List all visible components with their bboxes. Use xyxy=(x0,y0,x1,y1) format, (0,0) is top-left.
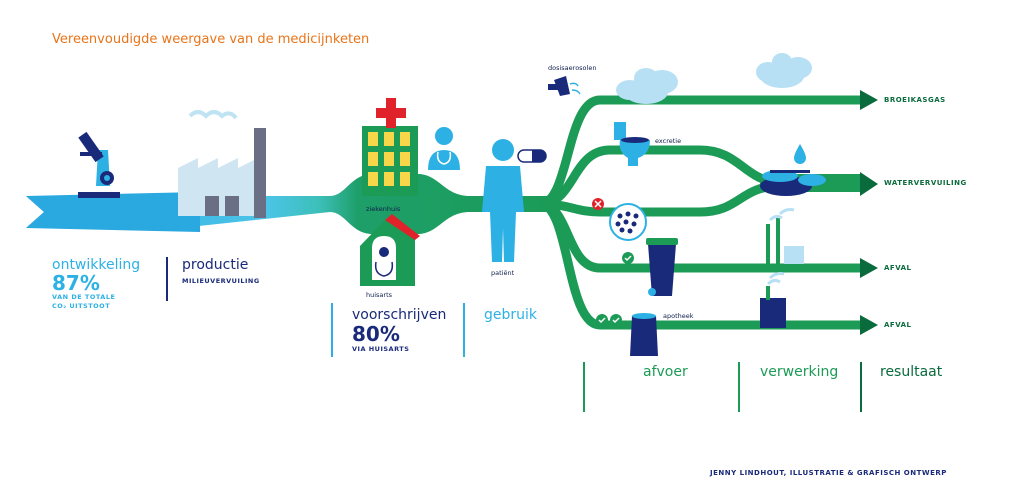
doctor-icon xyxy=(428,127,460,170)
hospital-icon xyxy=(362,98,418,196)
house-icon xyxy=(360,214,420,286)
stage-verwerking: verwerking xyxy=(760,364,839,380)
output-branches xyxy=(538,95,862,330)
page-title: Vereenvoudigde weergave van de medicijnk… xyxy=(52,32,370,47)
bin-icon xyxy=(646,238,678,296)
divider xyxy=(331,303,333,357)
stat-productie-sub: MILIEUVERVUILING xyxy=(182,277,260,285)
outcome-afval-2: AFVAL xyxy=(884,321,912,329)
stage-afvoer: afvoer xyxy=(643,364,688,380)
label-huisarts: huisarts xyxy=(366,291,393,299)
stat-ontwikkeling-sub1: VAN DE TOTALE xyxy=(52,293,116,301)
arrow-heads xyxy=(860,90,878,335)
factory-icon xyxy=(178,110,266,218)
outcome-broeikasgas: BROEIKASGAS xyxy=(884,96,946,104)
pill-blister-icon xyxy=(609,203,647,241)
outcome-watervervuiling: WATERVERVUILING xyxy=(884,179,967,187)
stage-gebruik: gebruik xyxy=(484,307,538,323)
cross-icon xyxy=(592,198,604,210)
divider xyxy=(860,362,862,412)
incinerator-icon xyxy=(760,272,786,328)
cloud-icon xyxy=(616,53,812,104)
stage-resultaat: resultaat xyxy=(880,364,943,380)
patient-icon xyxy=(482,139,524,262)
label-excretie: excretie xyxy=(655,137,682,145)
stat-voorschrijven-sub: VIA HUISARTS xyxy=(352,345,410,353)
barrel-icon xyxy=(630,313,658,356)
stat-ontwikkeling-sub2: CO₂ UITSTOOT xyxy=(52,302,111,310)
stat-ontwikkeling-pct: 87% xyxy=(52,271,100,295)
treatment-plant-icon xyxy=(760,144,826,196)
toilet-icon xyxy=(614,122,650,166)
label-ziekenhuis: ziekenhuis xyxy=(366,205,401,213)
stage-productie: productie xyxy=(182,257,249,273)
label-patient: patiënt xyxy=(491,269,515,277)
outcome-afval-1: AFVAL xyxy=(884,264,912,272)
microscope-icon xyxy=(78,131,120,198)
divider xyxy=(166,257,168,301)
divider xyxy=(583,362,585,412)
credit: JENNY LINDHOUT, ILLUSTRATIE & GRAFISCH O… xyxy=(710,469,947,477)
inhaler-icon xyxy=(548,76,581,96)
label-dosisaerosolen: dosisaerosolen xyxy=(548,64,597,72)
divider xyxy=(738,362,740,412)
stage-ontwikkeling: ontwikkeling xyxy=(52,257,141,273)
stage-voorschrijven: voorschrijven xyxy=(352,307,447,323)
divider xyxy=(463,303,465,357)
check-icon xyxy=(596,252,634,326)
recycle-plant-icon xyxy=(766,208,804,264)
stat-voorschrijven-pct: 80% xyxy=(352,322,400,346)
pill-icon xyxy=(517,149,547,163)
label-apotheek: apotheek xyxy=(663,312,694,320)
